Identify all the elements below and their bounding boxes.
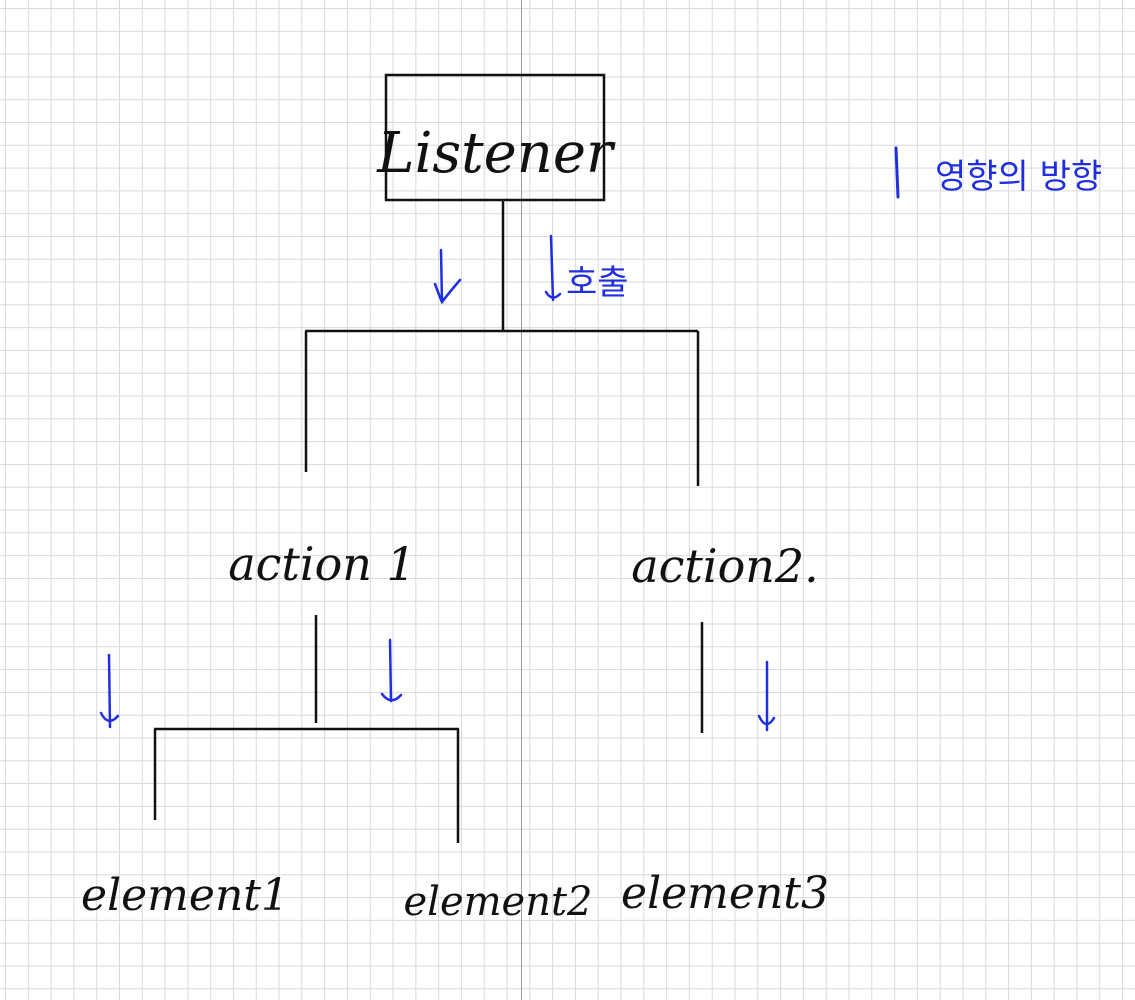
element1-label: element1 xyxy=(81,870,289,921)
legend-line-icon xyxy=(894,146,900,199)
call-label: 호출 xyxy=(566,263,629,303)
listener-box xyxy=(384,73,606,202)
element3-arrow-icon xyxy=(757,660,776,732)
call-arrow-icon xyxy=(544,234,562,302)
element3-label: element3 xyxy=(621,868,829,919)
element1-arrow-icon xyxy=(99,653,120,729)
page-divider xyxy=(521,0,522,1000)
influence-arrow-icon xyxy=(433,248,462,305)
action1-label: action 1 xyxy=(228,537,416,591)
element2-arrow-icon xyxy=(380,638,403,703)
listener-label: Listener xyxy=(376,121,616,186)
legend-label: 영향의 방향 xyxy=(935,157,1102,197)
element2-label: element2 xyxy=(403,879,592,925)
action2-label: action2. xyxy=(631,539,819,593)
